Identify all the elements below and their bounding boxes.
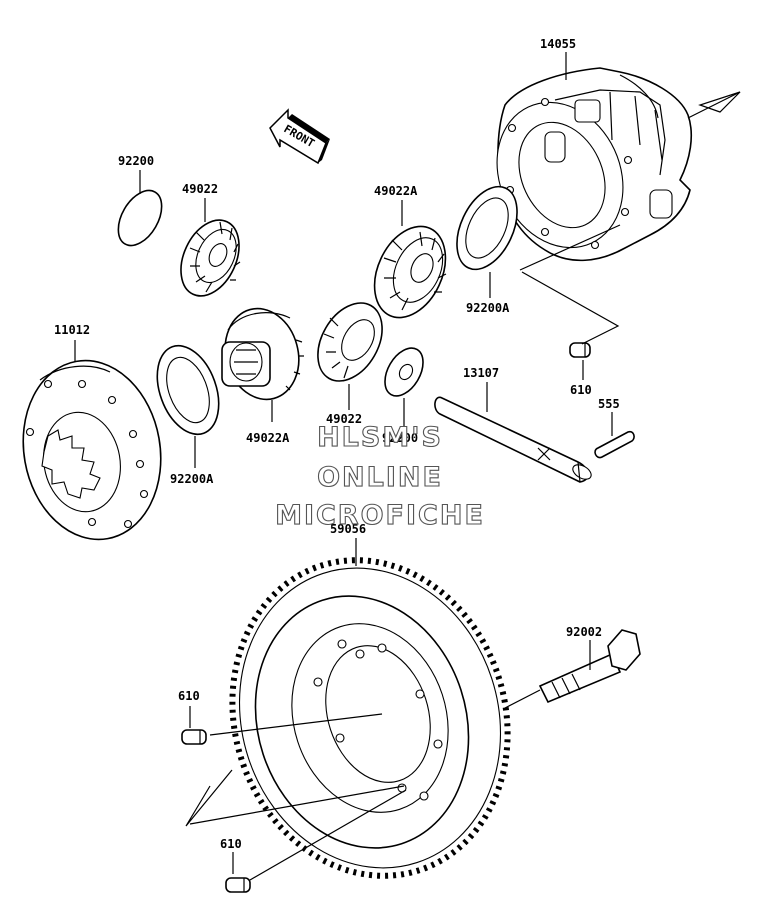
- watermark-line-3: MICROFICHE: [275, 500, 485, 531]
- front-arrow-icon: FRONT: [269, 108, 330, 165]
- label-49022-top: 49022: [182, 182, 218, 196]
- washer-92200a-bottom: [156, 344, 220, 436]
- washer-92200a-top: [456, 185, 518, 271]
- label-610-mid: 610: [178, 689, 200, 703]
- pinion-shaft-13107: [434, 396, 592, 483]
- bolt-92002: [538, 629, 641, 704]
- label-13107: 13107: [463, 366, 499, 380]
- label-59056: 59056: [330, 522, 366, 536]
- label-555: 555: [598, 397, 620, 411]
- pinion-gear-49022-top: [180, 219, 241, 297]
- side-gear-49022a-bottom: [221, 307, 304, 401]
- label-92200: 92200: [118, 154, 154, 168]
- label-610-bottom: 610: [220, 837, 242, 851]
- label-49022a-bottom: 49022A: [246, 431, 290, 445]
- watermark: HLSM'S ONLINE MICROFICHE: [275, 421, 485, 531]
- watermark-line-1: HLSM'S: [317, 422, 443, 453]
- watermark-line-2: ONLINE: [317, 462, 443, 493]
- pinion-gear-49022-bottom: [317, 302, 383, 382]
- label-610-right: 610: [570, 383, 592, 397]
- axis-line-upper: [209, 713, 383, 736]
- dowel-pin-610-right: [569, 342, 591, 358]
- label-92002: 92002: [566, 625, 602, 639]
- ring-gear-59056: [229, 557, 511, 879]
- axis-arrow-left: [185, 769, 233, 827]
- dowel-pin-610-mid: [181, 729, 207, 745]
- label-49022a-top: 49022A: [374, 184, 418, 198]
- label-14055: 14055: [540, 37, 576, 51]
- dowel-pin-610-bottom: [225, 877, 251, 893]
- cover-plate-11012: [22, 359, 162, 541]
- leader-610-right-guide: [521, 271, 620, 345]
- axis-line-bolt: [504, 689, 541, 709]
- axis-line-lower: [189, 785, 405, 825]
- label-11012: 11012: [54, 323, 90, 337]
- washer-92200-small: [384, 347, 424, 397]
- label-92200a-top: 92200A: [466, 301, 510, 315]
- label-92200a-bottom: 92200A: [170, 472, 214, 486]
- pin-555: [594, 430, 635, 459]
- pinion-gear-49022a-top: [373, 225, 447, 319]
- label-49022-bottom: 49022: [326, 412, 362, 426]
- guide-610-bottom: [249, 789, 407, 881]
- washer-92200: [117, 189, 163, 247]
- differential-case: [496, 67, 741, 271]
- label-92200-hidden: 92200: [382, 431, 418, 445]
